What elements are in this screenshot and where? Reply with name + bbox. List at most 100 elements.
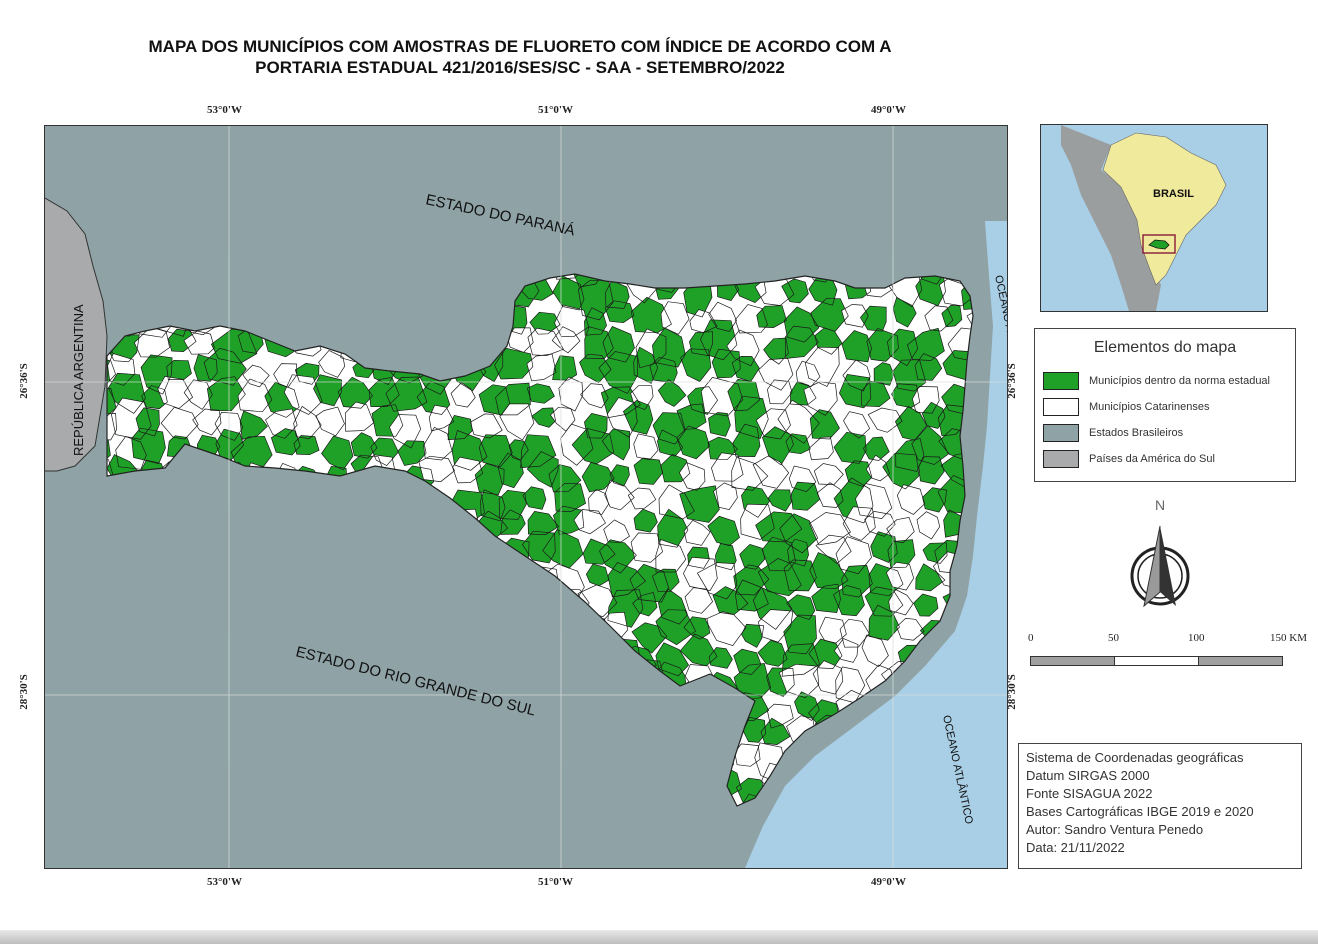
municipality-polygon	[882, 453, 920, 489]
municipality-border	[604, 479, 635, 511]
municipality-border	[107, 413, 117, 441]
main-map: ESTADO DO PARANÁ ESTADO DO RIO GRANDE DO…	[44, 125, 1008, 869]
municipality-border	[760, 717, 791, 745]
municipality-polygon	[572, 428, 614, 464]
municipality-border	[767, 379, 793, 405]
locator-map: BRASIL	[1040, 124, 1268, 312]
municipality-border	[582, 538, 616, 565]
municipality-border	[707, 515, 740, 547]
municipality-border	[734, 304, 768, 334]
municipality-polygon	[819, 617, 847, 643]
municipality-polygon	[634, 458, 663, 485]
municipality-border	[242, 364, 270, 388]
municipality-polygon	[231, 436, 273, 472]
municipality-border	[766, 667, 795, 697]
municipality-border	[293, 435, 320, 456]
bottom-lon-label-49w: 49°0'W	[871, 876, 906, 888]
top-lon-label-53w: 53°0'W	[207, 104, 242, 116]
municipality-polygon	[475, 463, 505, 495]
municipality-polygon	[166, 360, 192, 380]
municipality-polygon	[313, 374, 342, 406]
municipality-polygon	[526, 354, 557, 381]
municipality-border	[107, 372, 146, 414]
municipality-polygon	[786, 594, 815, 620]
municipality-polygon	[554, 483, 586, 512]
municipality-border	[193, 354, 218, 382]
municipality-border	[107, 388, 117, 418]
municipality-border	[816, 482, 844, 508]
municipality-border	[842, 506, 876, 541]
municipality-border	[859, 305, 887, 332]
left-lat-label-26s: 26°36'S	[17, 363, 30, 399]
municipality-border	[423, 426, 453, 461]
municipality-polygon	[452, 457, 483, 483]
municipality-border	[683, 556, 718, 591]
municipality-border	[918, 456, 945, 485]
municipality-polygon	[787, 539, 809, 566]
municipality-polygon	[527, 383, 555, 404]
municipality-border	[630, 532, 664, 563]
municipality-border	[733, 648, 762, 675]
municipality-polygon	[743, 717, 766, 743]
municipality-border	[107, 334, 140, 363]
municipality-border	[733, 663, 772, 701]
municipality-border	[809, 552, 849, 590]
map-title-line-2: PORTARIA ESTADUAL 421/2016/SES/SC - SAA …	[255, 58, 785, 77]
legend-label-within-standard: Municípios dentro da norma estadual	[1089, 375, 1270, 387]
municipality-border	[526, 451, 559, 488]
municipality-border	[785, 433, 811, 455]
municipality-polygon	[918, 456, 945, 485]
municipality-border	[911, 425, 949, 465]
municipality-border	[761, 426, 794, 466]
municipality-border	[763, 337, 789, 365]
municipality-polygon	[868, 408, 903, 433]
municipality-border	[318, 349, 346, 378]
municipality-polygon	[652, 569, 680, 592]
municipality-polygon	[808, 639, 842, 669]
municipality-border	[783, 614, 817, 655]
municipality-border	[140, 354, 173, 395]
municipality-border	[862, 436, 890, 461]
municipality-polygon	[389, 414, 421, 448]
municipality-border	[469, 413, 503, 439]
municipality-polygon	[836, 536, 872, 574]
municipality-border	[888, 588, 914, 616]
municipality-border	[598, 351, 638, 394]
municipality-polygon	[911, 425, 949, 465]
municipality-polygon	[767, 379, 793, 404]
locator-highlight-box	[1142, 234, 1176, 254]
municipality-border	[696, 562, 738, 600]
municipality-border	[676, 425, 710, 460]
municipality-border	[711, 452, 744, 482]
municipality-border	[882, 452, 920, 490]
municipality-border	[794, 691, 820, 721]
municipality-polygon	[552, 355, 577, 381]
municipality-polygon	[677, 403, 707, 430]
municipality-border	[683, 519, 711, 546]
municipality-border	[689, 331, 714, 357]
municipality-border	[606, 397, 638, 438]
municipality-border	[115, 436, 147, 470]
municipality-polygon	[676, 426, 710, 459]
municipality-border	[551, 326, 581, 354]
municipality-polygon	[862, 635, 889, 667]
municipality-polygon	[841, 304, 869, 328]
municipality-border	[573, 509, 606, 535]
municipality-polygon	[499, 403, 534, 440]
municipality-polygon	[385, 377, 427, 412]
municipality-border	[804, 274, 838, 283]
municipality-border	[652, 412, 686, 445]
municipality-border	[520, 434, 557, 469]
locator-brasil-label: BRASIL	[1153, 188, 1194, 200]
municipality-border	[779, 513, 819, 554]
municipality-polygon	[705, 611, 746, 646]
municipality-polygon	[602, 326, 635, 363]
municipality-border	[498, 489, 527, 520]
map-title-line-1: MAPA DOS MUNICÍPIOS COM AMOSTRAS DE FLUO…	[148, 37, 892, 56]
municipality-polygon	[582, 462, 615, 492]
legend-item-brazilian-states: Estados Brasileiros	[1043, 423, 1183, 443]
municipality-border	[835, 536, 872, 575]
municipality-polygon	[813, 660, 843, 695]
page-bottom-shadow	[0, 930, 1318, 944]
municipality-polygon	[887, 329, 918, 366]
